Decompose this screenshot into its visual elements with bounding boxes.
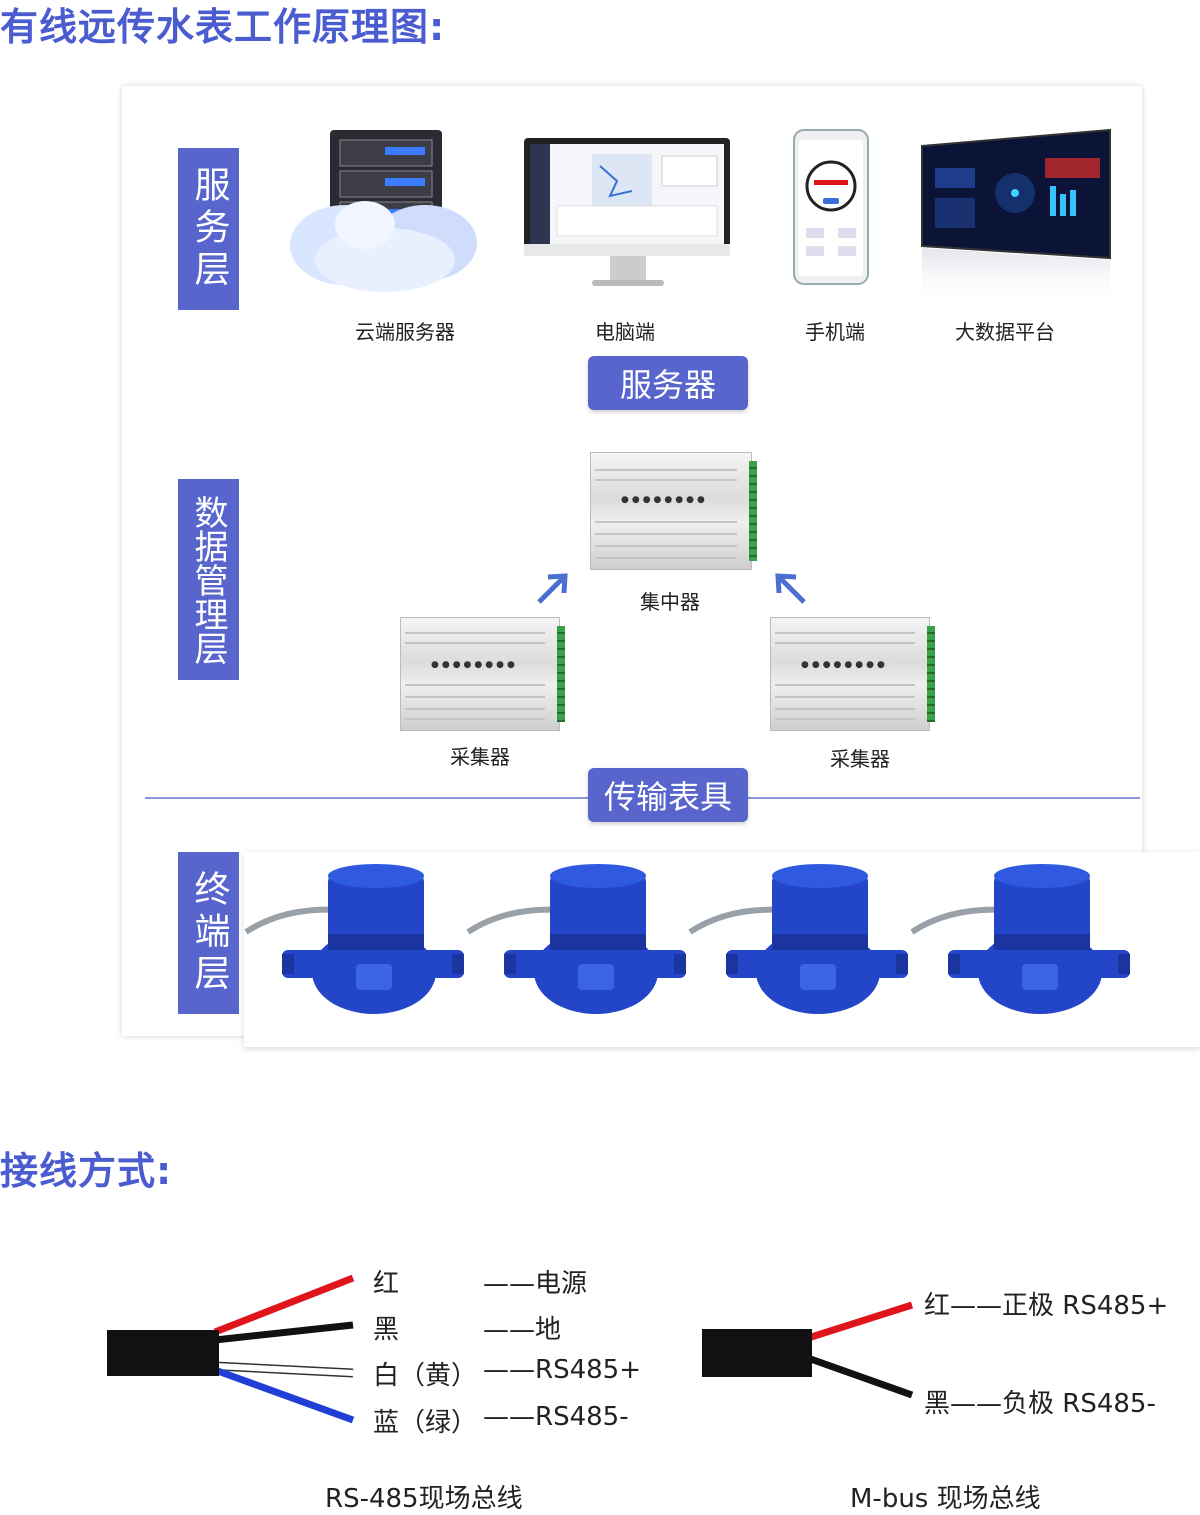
mbus-cable-icon bbox=[700, 1295, 920, 1405]
concentrator-device: ●●●●●●●● bbox=[590, 452, 757, 570]
collector-label-right: 采集器 bbox=[830, 747, 890, 771]
rs485-cable-icon bbox=[105, 1270, 365, 1430]
rs485-wire-desc-2: ——地 bbox=[483, 1315, 562, 1345]
concentrator-label: 集中器 bbox=[640, 590, 700, 614]
rs485-wire-color-4: 蓝（绿） bbox=[373, 1408, 478, 1438]
rs485-wire-color-3: 白（黄） bbox=[373, 1361, 478, 1391]
rs485-wire-color-1: 红 bbox=[373, 1269, 400, 1299]
big-data-screen-icon bbox=[920, 128, 1112, 308]
mbus-wire-1: 红——正极 RS485+ bbox=[924, 1291, 1169, 1321]
collector-label-left: 采集器 bbox=[450, 745, 510, 769]
wiring-heading: 接线方式: bbox=[0, 1149, 173, 1193]
rs485-wire-desc-3: ——RS485+ bbox=[483, 1355, 641, 1385]
water-meter-icon bbox=[466, 862, 688, 1022]
mbus-wire-2: 黑——负极 RS485- bbox=[924, 1389, 1156, 1419]
rs485-wire-color-2: 黑 bbox=[373, 1315, 400, 1345]
rs485-wire-desc-4: ——RS485- bbox=[483, 1402, 629, 1432]
server-pill: 服务器 bbox=[588, 356, 748, 410]
service-label-cloud: 云端服务器 bbox=[355, 320, 455, 344]
service-label-mobile: 手机端 bbox=[805, 320, 865, 344]
transmission-pill: 传输表具 bbox=[588, 768, 748, 822]
mobile-phone-icon bbox=[792, 128, 870, 288]
rs485-caption: RS-485现场总线 bbox=[325, 1484, 523, 1514]
service-label-desktop: 电脑端 bbox=[595, 320, 655, 344]
layer-service-label: 服务层 bbox=[178, 148, 239, 310]
water-meter-icon bbox=[688, 862, 910, 1022]
mbus-caption: M-bus 现场总线 bbox=[850, 1484, 1041, 1514]
water-meter-icon bbox=[244, 862, 466, 1022]
service-label-bigdata: 大数据平台 bbox=[955, 320, 1055, 344]
rs485-wire-desc-1: ——电源 bbox=[483, 1269, 588, 1299]
collector-device-right: ●●●●●●●● bbox=[770, 617, 935, 731]
principle-heading: 有线远传水表工作原理图: bbox=[0, 5, 446, 49]
collector-device-left: ●●●●●●●● bbox=[400, 617, 565, 731]
layer-data-label: 数据管理层 bbox=[178, 479, 239, 680]
water-meter-icon bbox=[910, 862, 1132, 1022]
desktop-monitor-icon bbox=[522, 136, 734, 291]
layer-terminal-label: 终端层 bbox=[178, 852, 239, 1014]
arrow-up-right-icon bbox=[534, 568, 574, 608]
cloud-server-icon bbox=[285, 125, 485, 295]
arrow-up-left-icon bbox=[770, 568, 810, 608]
